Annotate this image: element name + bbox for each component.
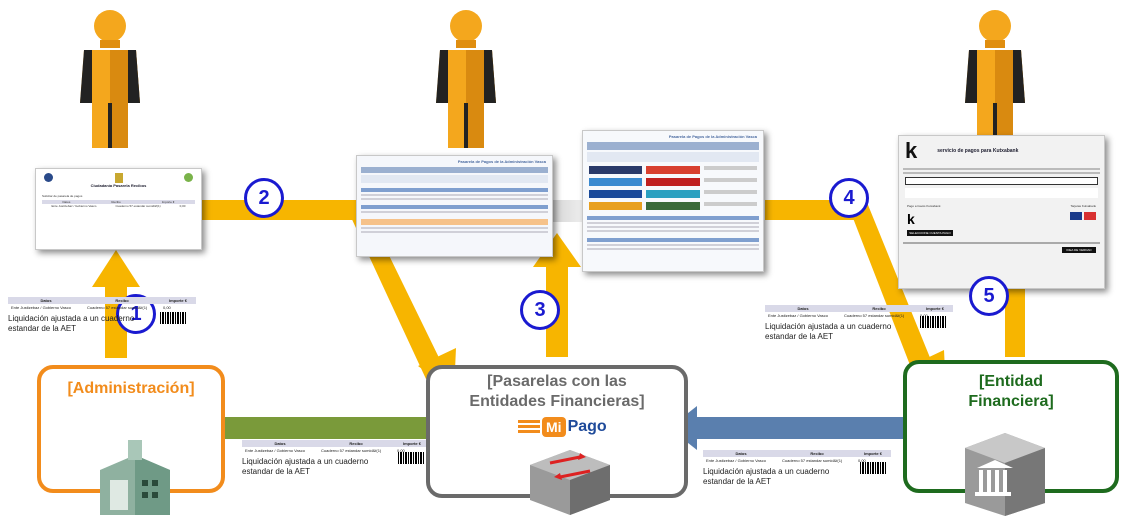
person-icon bbox=[80, 10, 140, 148]
screenshot-admin-receipt: Ciudadanía Pasarela Recibos Solicitar de… bbox=[35, 168, 202, 250]
option-label: Tarjetas Kutxabank bbox=[1070, 204, 1096, 208]
government-building-icon bbox=[100, 440, 170, 515]
cell: Cuaderno 57 estandar sumid&f(1) bbox=[321, 448, 382, 453]
confirm-button[interactable]: IDEA DE VERDAD bbox=[1062, 247, 1096, 253]
cell: Ente Justizebaz / Gobierno Vasco bbox=[245, 448, 305, 453]
screenshot-bank-selector: Pasarela de Pagos de la Administración V… bbox=[582, 130, 764, 272]
col-header: Recibo bbox=[111, 200, 121, 204]
barcode-icon bbox=[398, 452, 424, 464]
cell: Cuaderno 57 estandar sumid&f(1) bbox=[115, 204, 161, 208]
select-account-button[interactable]: SELECCIONE CUENTA PAGO bbox=[907, 230, 953, 236]
option-label: Pago a través Kutxabank bbox=[907, 204, 941, 208]
liquidation-caption: Liquidación ajustada a un cuaderno estan… bbox=[242, 457, 369, 476]
person-icon bbox=[965, 10, 1025, 148]
speed-lines-icon bbox=[518, 420, 540, 434]
col-header: Recibo bbox=[841, 305, 917, 312]
screen-title: Ciudadanía Pasarela Recibos bbox=[90, 183, 147, 188]
col-header: Datos bbox=[703, 450, 779, 457]
bank-building-icon bbox=[965, 433, 1045, 516]
barcode-icon bbox=[160, 312, 186, 324]
step-badge-2: 2 bbox=[244, 178, 284, 218]
col-header: Datos bbox=[242, 440, 318, 447]
col-header: Importe € bbox=[394, 440, 430, 447]
liquidation-caption: Liquidación ajustada a un cuaderno estan… bbox=[8, 314, 135, 333]
cell: Ente Justizebaz / Gobierno Vasco bbox=[11, 305, 71, 310]
kutxabank-logo-icon: k bbox=[907, 211, 915, 227]
screen-title: servicio de pagos para Kutxabank bbox=[937, 148, 1019, 154]
col-header: Importe € bbox=[160, 297, 196, 304]
kutxabank-logo-icon: k bbox=[905, 138, 918, 163]
screen-title: Pasarela de Pagos de la Administración V… bbox=[457, 159, 546, 164]
col-header: Datos bbox=[62, 200, 71, 204]
barcode-icon bbox=[860, 462, 886, 474]
cell: Ente Justizebaz / Gobierno Vasco bbox=[51, 204, 97, 208]
cell: 0,00 bbox=[163, 305, 171, 310]
cell: Cuaderno 57 estandar sumid&f(1) bbox=[844, 313, 905, 318]
cell: Ente Justizebaz / Gobierno Vasco bbox=[706, 458, 766, 463]
col-header: Recibo bbox=[779, 450, 855, 457]
router-switch-icon bbox=[530, 450, 610, 515]
mipago-logo-mi: Mi bbox=[542, 417, 566, 437]
step-badge-4: 4 bbox=[829, 178, 869, 218]
col-header: Importe € bbox=[917, 305, 953, 312]
col-header: Recibo bbox=[84, 297, 160, 304]
cell: 0,00 bbox=[397, 448, 405, 453]
box-label-administracion: [Administración] bbox=[67, 380, 195, 397]
mipago-logo-pago: Pago bbox=[567, 418, 607, 435]
col-header: Importe € bbox=[161, 200, 175, 204]
cell: Cuaderno 57 estandar sumid&f(1) bbox=[87, 305, 148, 310]
forward-icon bbox=[184, 173, 193, 182]
shield-icon bbox=[114, 173, 123, 183]
back-icon bbox=[44, 173, 53, 182]
step-badge-5: 5 bbox=[969, 276, 1009, 316]
screenshot-gateway-form: Pasarela de Pagos de la Administración V… bbox=[356, 155, 553, 257]
screen-subtitle: Solicitar de pasarela de pagos bbox=[42, 194, 83, 198]
col-header: Datos bbox=[8, 297, 84, 304]
col-header: Datos bbox=[765, 305, 841, 312]
col-header: Importe € bbox=[855, 450, 891, 457]
box-label-entidad: [Entidad Financiera] bbox=[968, 373, 1054, 410]
step-badge-3: 3 bbox=[520, 290, 560, 330]
screenshot-kutxabank: k servicio de pagos para Kutxabank Pago … bbox=[898, 135, 1105, 289]
person-icon bbox=[436, 10, 496, 148]
box-label-pasarelas: [Pasarelas con las Entidades Financieras… bbox=[469, 373, 645, 410]
mipago-logo: Mi Pago bbox=[518, 417, 607, 437]
card-logos-icon bbox=[1070, 212, 1096, 226]
liquidation-caption: Liquidación ajustada a un cuaderno estan… bbox=[765, 322, 892, 341]
screen-title: Pasarela de Pagos de la Administración V… bbox=[668, 134, 757, 139]
barcode-icon bbox=[920, 316, 946, 328]
cell: Ente Justizebaz / Gobierno Vasco bbox=[768, 313, 828, 318]
liquidation-caption: Liquidación ajustada a un cuaderno estan… bbox=[703, 467, 830, 486]
cell: 0,00 bbox=[179, 204, 186, 208]
col-header: Recibo bbox=[318, 440, 394, 447]
cell: 0,00 bbox=[858, 458, 866, 463]
cell: 0,00 bbox=[917, 312, 953, 319]
cell: Cuaderno 57 estandar sumid&f(1) bbox=[782, 458, 843, 463]
arrow-gateway-bank bbox=[669, 406, 931, 450]
